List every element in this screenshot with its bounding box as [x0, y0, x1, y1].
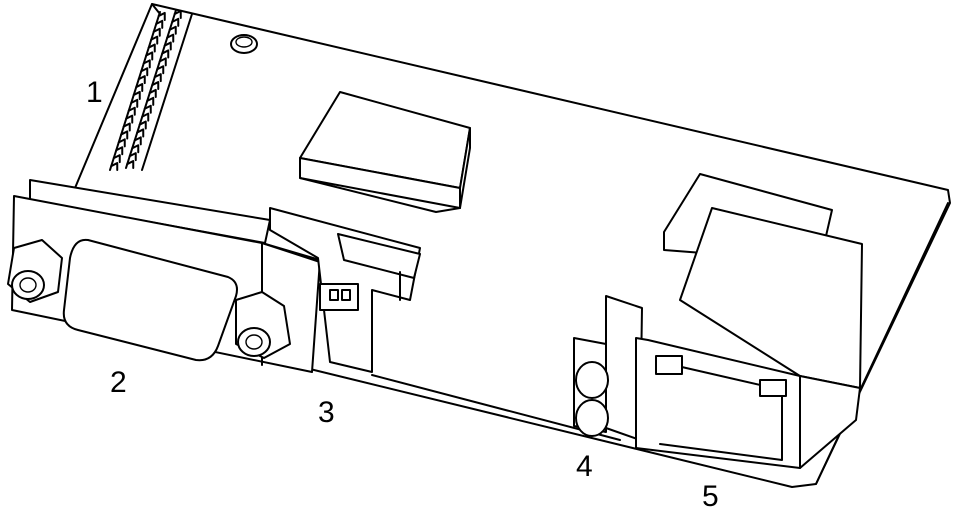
header-pin: [143, 104, 152, 114]
header-pin: [112, 154, 121, 164]
callout-3: 3: [318, 396, 335, 429]
header-pin: [168, 25, 177, 35]
header-pin: [133, 136, 142, 146]
header-pin: [145, 51, 154, 61]
db9-connector: [7, 179, 321, 373]
header-pin: [155, 19, 164, 29]
header-pin: [156, 65, 165, 75]
header-pin: [115, 146, 124, 156]
header-pin: [158, 57, 167, 67]
header-pin: [173, 9, 182, 19]
header-pin: [137, 75, 146, 85]
pin-header: [109, 9, 193, 172]
header-pin: [122, 122, 131, 132]
header-pin: [130, 98, 139, 108]
header-pin: [142, 59, 151, 69]
led-pair: [573, 295, 643, 441]
header-pin: [150, 35, 159, 45]
callout-labels: 1 2 3 4 5: [86, 76, 719, 513]
header-pin: [127, 106, 136, 116]
header-pin: [132, 90, 141, 100]
header-pin: [157, 11, 166, 21]
callout-1: 1: [86, 76, 103, 109]
header-pin: [153, 73, 162, 83]
header-pin: [163, 41, 172, 51]
header-pin: [171, 17, 180, 27]
header-pin: [148, 88, 157, 98]
callout-4: 4: [576, 450, 593, 483]
header-pin: [147, 43, 156, 53]
header-pin: [135, 83, 144, 93]
header-pin: [126, 160, 135, 170]
header-pin: [152, 27, 161, 37]
rj45-jack: [635, 173, 863, 469]
header-pin: [141, 112, 150, 122]
ic-chip: [299, 91, 471, 213]
header-pin: [128, 152, 137, 162]
header-pin: [125, 114, 134, 124]
header-pin: [136, 128, 145, 138]
header-pin: [138, 120, 147, 130]
header-pin: [151, 81, 160, 91]
header-pin: [117, 138, 126, 148]
callout-5: 5: [702, 480, 719, 513]
jumper-block: [269, 207, 421, 373]
header-pin: [120, 130, 129, 140]
mounting-hole: [230, 34, 258, 54]
header-pin: [140, 67, 149, 77]
header-pin: [166, 33, 175, 43]
header-pin: [131, 144, 140, 154]
header-pin: [161, 49, 170, 59]
header-pin: [110, 162, 119, 172]
header-pin: [146, 96, 155, 106]
callout-2: 2: [110, 366, 127, 399]
